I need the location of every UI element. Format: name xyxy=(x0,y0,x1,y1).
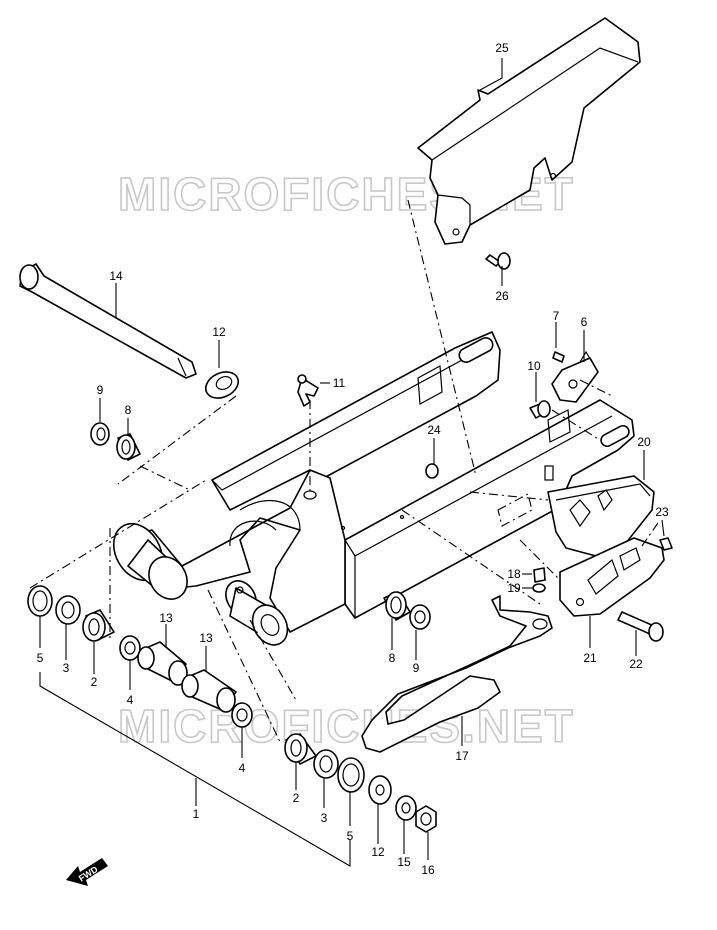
collar-upper[interactable] xyxy=(137,641,188,686)
pivot-nut[interactable] xyxy=(415,805,437,833)
callout-12-upper: 12 xyxy=(212,325,226,339)
pivot-washer-right[interactable] xyxy=(313,749,339,779)
callout-5-right: 5 xyxy=(347,829,354,843)
callout-19: 19 xyxy=(507,581,521,595)
callout-6: 6 xyxy=(581,315,588,329)
swingarm-body[interactable] xyxy=(104,331,635,651)
slider-washer[interactable] xyxy=(532,583,546,593)
bracket-bolt[interactable] xyxy=(529,400,551,419)
collar-seal-right[interactable] xyxy=(231,702,253,728)
pivot-bearing-left[interactable] xyxy=(82,609,115,642)
callout-26: 26 xyxy=(495,289,509,303)
bracket-bolt-small[interactable] xyxy=(552,351,565,363)
chain-guard-cover[interactable] xyxy=(417,17,641,245)
collar-lower[interactable] xyxy=(181,669,237,713)
callout-2-right: 2 xyxy=(293,791,300,805)
callout-18: 18 xyxy=(507,567,521,581)
callout-20: 20 xyxy=(637,435,651,449)
chain-adjuster-bracket[interactable] xyxy=(551,350,599,403)
flat-washer[interactable] xyxy=(395,795,417,821)
pivot-seal-left[interactable] xyxy=(27,585,53,617)
callout-22: 22 xyxy=(629,657,643,671)
callout-15: 15 xyxy=(397,855,411,869)
callout-13-lower: 13 xyxy=(199,631,213,645)
callout-3-left: 3 xyxy=(63,661,70,675)
callout-23: 23 xyxy=(655,505,669,519)
callout-10: 10 xyxy=(527,359,541,373)
callout-25: 25 xyxy=(495,41,509,55)
pivot-bearing-right[interactable] xyxy=(284,733,317,765)
pivot-washer-left[interactable] xyxy=(55,595,81,625)
callout-1: 1 xyxy=(193,807,200,821)
fwd-arrow-icon: FWD xyxy=(66,858,108,886)
callout-12-lower: 12 xyxy=(371,845,385,859)
guard-bolt[interactable] xyxy=(485,252,511,270)
pivot-seal-right[interactable] xyxy=(337,757,365,793)
watermark-bottom: MICROFICHES.NET xyxy=(118,700,575,752)
leader-lines xyxy=(39,58,665,867)
chain-guide[interactable] xyxy=(547,475,655,557)
callout-8-upper: 8 xyxy=(125,403,132,417)
callout-4-right: 4 xyxy=(239,761,246,775)
callout-2-left: 2 xyxy=(91,675,98,689)
callout-4-left: 4 xyxy=(127,693,134,707)
callout-16: 16 xyxy=(421,863,435,877)
callout-3-right: 3 xyxy=(321,811,328,825)
callout-9-lower: 9 xyxy=(413,661,420,675)
pivot-washer-upper[interactable] xyxy=(202,367,243,403)
pivot-washer-lower[interactable] xyxy=(368,775,392,805)
collar-seal-left[interactable] xyxy=(119,635,141,661)
dust-seal-lower-right[interactable] xyxy=(409,604,431,630)
chain-slider[interactable] xyxy=(361,595,553,753)
callout-24: 24 xyxy=(427,423,441,437)
guide-nut[interactable] xyxy=(425,463,439,479)
dust-seal-upper[interactable] xyxy=(90,422,110,446)
guide-long-bolt[interactable] xyxy=(617,611,664,642)
guide-bolt-small[interactable] xyxy=(659,537,673,551)
callout-labels: 25 26 14 12 11 9 8 7 6 10 24 20 23 18 19… xyxy=(37,41,669,877)
needle-bearing-lower-right[interactable] xyxy=(383,591,411,621)
callout-5-left: 5 xyxy=(37,651,44,665)
needle-bearing-upper[interactable] xyxy=(116,433,141,461)
callout-7: 7 xyxy=(553,309,560,323)
callout-21: 21 xyxy=(583,651,597,665)
slider-bolt[interactable] xyxy=(533,567,546,583)
chain-guide-plate[interactable] xyxy=(559,537,665,617)
pivot-shaft[interactable] xyxy=(19,263,197,379)
callout-8-lower: 8 xyxy=(389,651,396,665)
callout-13-upper: 13 xyxy=(159,611,173,625)
callout-14: 14 xyxy=(109,269,123,283)
callout-11: 11 xyxy=(333,376,346,390)
callout-9-upper: 9 xyxy=(97,383,104,397)
callout-17: 17 xyxy=(455,749,469,763)
assembly-lines xyxy=(29,199,661,743)
grease-nipple[interactable] xyxy=(297,374,319,407)
